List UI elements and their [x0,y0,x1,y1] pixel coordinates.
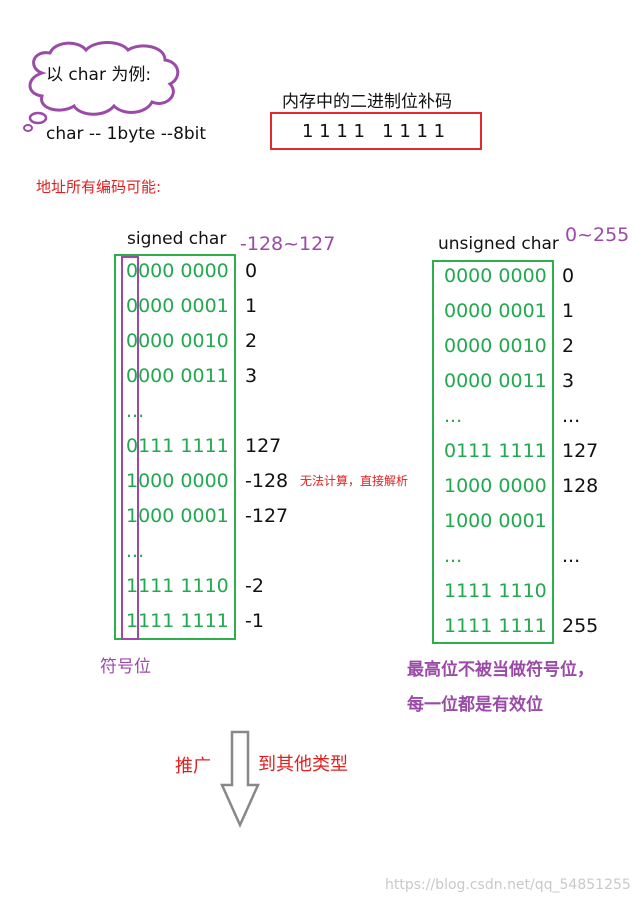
unsigned-binary-value: 1111 1111 [444,615,547,637]
unsigned-decimal-value: ... [562,545,581,567]
watermark: https://blog.csdn.net/qq_54851255 [385,877,631,893]
bits-box [270,112,482,150]
unsigned-binary-value: 1000 0000 [444,475,547,497]
signed-decimal-value: -127 [245,505,289,527]
signed-decimal-value: 1 [245,295,258,317]
unsigned-decimal-value: 2 [562,335,575,357]
signed-binary-value: 0111 1111 [126,435,229,457]
signed-box [114,254,236,640]
extend-right-text: 到其他类型 [258,754,348,775]
unsigned-binary-value: ... [444,405,463,427]
signed-binary-value: ... [126,540,145,562]
sign-bit-label: 符号位 [100,657,151,677]
unsigned-binary-value: ... [444,545,463,567]
cloud-text: 以 char 为例: [46,65,152,85]
unsigned-decimal-value: 3 [562,370,575,392]
unsigned-range: 0~255 [565,224,630,246]
signed-title: signed char [127,229,227,249]
signed-note: 无法计算，直接解析 [300,474,409,488]
memory-label: 内存中的二进制位补码 [282,92,452,112]
unsigned-decimal-value: 127 [562,440,599,462]
unsigned-decimal-value: 128 [562,475,599,497]
signed-binary-value: 0000 0010 [126,330,229,352]
signed-binary-value: 1000 0001 [126,505,229,527]
char-size-text: char -- 1byte --8bit [46,124,207,144]
unsigned-binary-value: 1000 0001 [444,510,547,532]
unsigned-decimal-value: 0 [562,265,575,287]
bits-box-text: 1 1 1 1 1 1 1 1 [302,121,446,142]
thought-cloud [23,41,180,132]
signed-decimal-value: -1 [245,610,264,632]
unsigned-binary-value: 0111 1111 [444,440,547,462]
all-codes-label: 地址所有编码可能: [36,178,162,196]
unsigned-note-line1: 最高位不被当做符号位， [407,660,594,680]
unsigned-decimal-value: 1 [562,300,575,322]
signed-decimal-value: 0 [245,260,258,282]
signed-binary-value: 1000 0000 [126,470,229,492]
down-arrow-icon [220,730,260,829]
signed-binary-value: 0000 0000 [126,260,229,282]
unsigned-note-line2: 每一位都是有效位 [407,695,543,715]
signed-binary-value: 1111 1110 [126,575,229,597]
signed-decimal-value: 127 [245,435,282,457]
signed-decimal-value: -128 [245,470,289,492]
signed-decimal-value: 2 [245,330,258,352]
signed-binary-value: 0000 0011 [126,365,229,387]
signed-decimal-value: 3 [245,365,258,387]
unsigned-decimal-value: ... [562,405,581,427]
unsigned-decimal-value: 255 [562,615,599,637]
unsigned-binary-value: 0000 0000 [444,265,547,287]
signed-binary-value: 0000 0001 [126,295,229,317]
unsigned-title: unsigned char [438,234,559,254]
signed-decimal-value: -2 [245,575,264,597]
signed-binary-value: 1111 1111 [126,610,229,632]
unsigned-binary-value: 0000 0001 [444,300,547,322]
unsigned-binary-value: 0000 0011 [444,370,547,392]
extend-left-text: 推广 [175,756,211,777]
unsigned-binary-value: 1111 1110 [444,580,547,602]
sign-bit-column [121,256,139,640]
unsigned-binary-value: 0000 0010 [444,335,547,357]
unsigned-box [432,260,554,644]
signed-binary-value: ... [126,400,145,422]
signed-range: -128~127 [240,233,336,255]
